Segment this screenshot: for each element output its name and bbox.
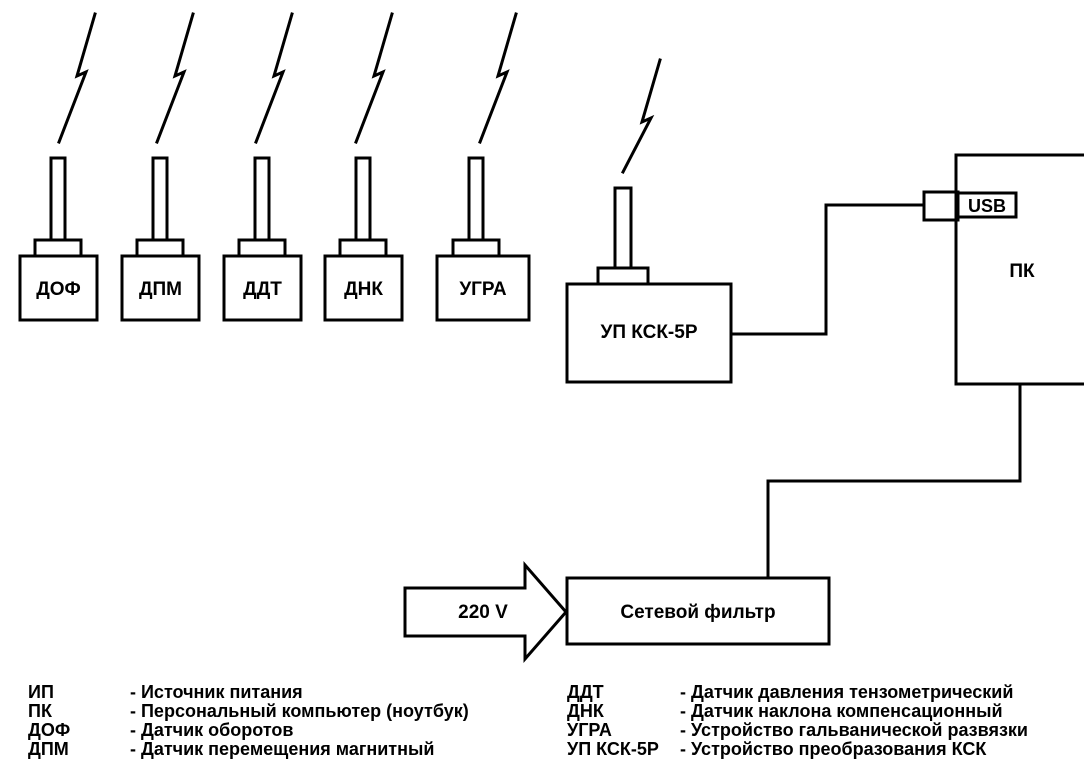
usb-port: [956, 191, 1018, 219]
antenna-base: [338, 238, 388, 258]
legend-abbr: ПК: [28, 701, 52, 721]
antenna-mast: [49, 156, 67, 242]
antenna-base: [237, 238, 287, 258]
sensor-ddt-label: ДДТ: [243, 279, 282, 300]
sensor-dof: [18, 12, 99, 322]
antenna-signal-icon: [620, 58, 662, 175]
antenna-base: [33, 238, 83, 258]
antenna-signal-icon: [478, 12, 518, 144]
sensor-box: [120, 254, 201, 322]
sensor-dnk: [323, 12, 404, 322]
antenna-mast: [613, 186, 633, 270]
legend-desc: - Датчик перемещения магнитный: [130, 739, 435, 759]
legend-desc: - Устройство преобразования КСК: [680, 739, 987, 759]
antenna-mast: [354, 156, 372, 242]
legend-desc: - Устройство гальванической развязки: [680, 720, 1028, 740]
sensor-dpm-label: ДПМ: [139, 279, 182, 300]
antenna-mast: [151, 156, 169, 242]
network-filter-label: Сетевой фильтр: [620, 602, 775, 623]
antenna-signal-icon: [155, 12, 195, 144]
antenna-mast: [467, 156, 485, 242]
sensor-box: [435, 254, 531, 322]
usb-port-label: USB: [968, 196, 1006, 216]
transceiver-label: УП КСК-5Р: [601, 322, 698, 343]
antenna-base: [451, 238, 501, 258]
power-cable: [766, 382, 1022, 580]
legend-abbr: УГРА: [567, 720, 612, 740]
pc-box: [954, 153, 1084, 386]
legend-abbr: УП КСК-5Р: [567, 739, 659, 759]
legend-abbr: ДНК: [567, 701, 604, 721]
sensor-ddt: [222, 12, 303, 322]
legend-abbr: ДДТ: [567, 682, 604, 702]
legend-abbr: ДОФ: [28, 720, 71, 740]
antenna-base: [596, 266, 650, 286]
sensor-dof-label: ДОФ: [36, 279, 81, 300]
usb-plug: [922, 190, 960, 222]
legend-desc: - Датчик оборотов: [130, 720, 294, 740]
antenna-signal-icon: [57, 12, 97, 144]
usb-cable: [729, 203, 926, 336]
power-input-label: 220 V: [458, 602, 508, 623]
sensor-box: [323, 254, 404, 322]
legend-abbr: ИП: [28, 682, 54, 702]
sensor-dnk-label: ДНК: [344, 279, 383, 300]
power-input-arrow: [403, 560, 568, 664]
antenna-base: [135, 238, 185, 258]
legend-desc: - Датчик наклона компенсационный: [680, 701, 1003, 721]
legend-abbr: ДПМ: [28, 739, 69, 759]
sensor-box: [18, 254, 99, 322]
legend-desc: - Источник питания: [130, 682, 303, 702]
legend-desc: - Датчик давления тензометрический: [680, 682, 1014, 702]
sensor-ugra-label: УГРА: [459, 279, 507, 300]
pc-label: ПК: [1009, 261, 1035, 282]
antenna-mast: [253, 156, 271, 242]
pc: [922, 153, 1084, 386]
legend-desc: - Персональный компьютер (ноутбук): [130, 701, 469, 721]
sensor-dpm: [120, 12, 201, 322]
antenna-signal-icon: [354, 12, 394, 144]
sensor-box: [222, 254, 303, 322]
antenna-signal-icon: [254, 12, 294, 144]
sensor-ugra: [435, 12, 531, 322]
